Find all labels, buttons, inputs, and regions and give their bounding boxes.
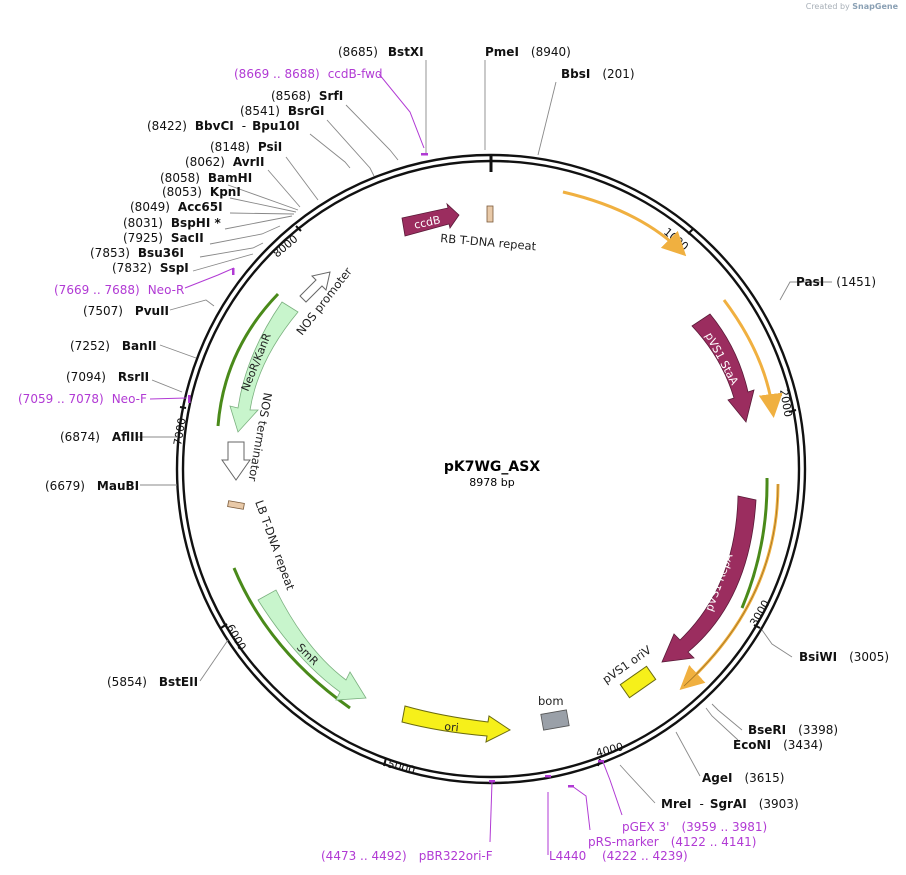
- orange-arcs: [562, 190, 783, 691]
- primer-leader-lines: [149, 73, 623, 855]
- site-bsrgi: (8541)BsrGI: [240, 104, 324, 118]
- ori-feature: ori: [401, 705, 511, 743]
- primer-neo-r: (7669 .. 7688)Neo-R: [54, 283, 184, 297]
- site-pvuii: (7507)PvuII: [83, 304, 169, 318]
- site-agei: AgeI(3615): [702, 771, 784, 785]
- primer-range-4222: (4222 .. 4239): [602, 849, 688, 863]
- tick-5000: 5000: [386, 757, 416, 777]
- site-banii: (7252)BanII: [70, 339, 157, 353]
- site-bstxi: (8685)BstXI: [338, 45, 424, 59]
- site-bsphi: (8031)BspHI *: [123, 216, 221, 230]
- nos-terminator-arrow: [221, 441, 251, 481]
- bom-label: bom: [538, 694, 564, 708]
- site-bbsi: BbsI(201): [561, 67, 635, 81]
- site-srfi: (8568)SrfI: [271, 89, 343, 103]
- credit-prefix: Created by: [805, 2, 850, 11]
- site-afliii: (6874)AflIII: [60, 430, 143, 444]
- site-pasi: PasI(1451): [796, 275, 876, 289]
- site-bamhi: (8058)BamHI: [160, 171, 252, 185]
- primer-neo-f: (7059 .. 7078)Neo-F: [18, 392, 147, 406]
- primer-l4440: L4440: [549, 849, 586, 863]
- site-econi: EcoNI(3434): [733, 738, 823, 752]
- site-sspi: (7832)SspI: [112, 261, 189, 275]
- primer-ccdb-fwd: (8669 .. 8688)ccdB-fwd: [234, 67, 383, 81]
- primer-marks: [188, 153, 604, 788]
- tick-8000: 8000: [271, 232, 301, 260]
- tick-7000: 7000: [171, 417, 189, 447]
- snapgene-credit: Created by SnapGene: [806, 2, 898, 11]
- site-rsrii: (7094)RsrII: [66, 370, 149, 384]
- lb-tdna-label: LB T-DNA repeat: [252, 498, 298, 592]
- tick-marks: [179, 225, 797, 767]
- site-bbvci-bpu10i: (8422)BbvCI-Bpu10I: [147, 119, 300, 133]
- site-psii: (8148)PsiI: [210, 140, 282, 154]
- site-avrii: (8062)AvrII: [185, 155, 264, 169]
- site-bsiwi: BsiWI(3005): [799, 650, 889, 664]
- primer-prs-marker: pRS-marker(4122 .. 4141): [588, 835, 756, 849]
- primer-pbr322ori-f: (4473 .. 4492)pBR322ori-F: [321, 849, 493, 863]
- plasmid-name: pK7WG_ASX: [444, 459, 540, 475]
- bom-box: [540, 709, 570, 731]
- backbone-circle: [175, 153, 807, 785]
- site-kpni: (8053)KpnI: [162, 185, 241, 199]
- repa-green-arc: [740, 477, 769, 609]
- site-leader-lines: [138, 60, 832, 804]
- site-sacii: (7925)SacII: [123, 231, 204, 245]
- site-bseri: BseRI(3398): [748, 723, 838, 737]
- ori-label: ori: [444, 720, 460, 734]
- ccdB-label: ccdB: [413, 213, 442, 231]
- tick-2000: 2000: [777, 388, 795, 418]
- rb-tdna-label: RB T-DNA repeat: [440, 231, 537, 253]
- pvs1-repA-feature: pVS1 RepA: [661, 495, 757, 663]
- lb-tdna-box: [227, 500, 245, 510]
- site-mrei-sgrai: MreI-SgrAI(3903): [661, 797, 799, 811]
- pvs1-oriV-box: [619, 665, 657, 699]
- tick-4000: 4000: [594, 740, 624, 760]
- primer-pgex3: pGEX 3'(3959 .. 3981): [622, 820, 767, 834]
- nos-promoter-arrow: [299, 271, 331, 303]
- smr-feature: SmR: [232, 567, 367, 710]
- ccdB-feature: ccdB: [401, 202, 460, 237]
- site-pmei: PmeI(8940): [485, 45, 571, 59]
- site-maubi: (6679)MauBI: [45, 479, 139, 493]
- site-acc65i: (8049)Acc65I: [130, 200, 223, 214]
- site-bsteii: (5854)BstEII: [107, 675, 198, 689]
- rb-tdna-box: [486, 205, 494, 223]
- snapgene-logo: SnapGene: [852, 2, 898, 11]
- plasmid-size: 8978 bp: [469, 476, 514, 489]
- site-bsu36i: (7853)Bsu36I: [90, 246, 184, 260]
